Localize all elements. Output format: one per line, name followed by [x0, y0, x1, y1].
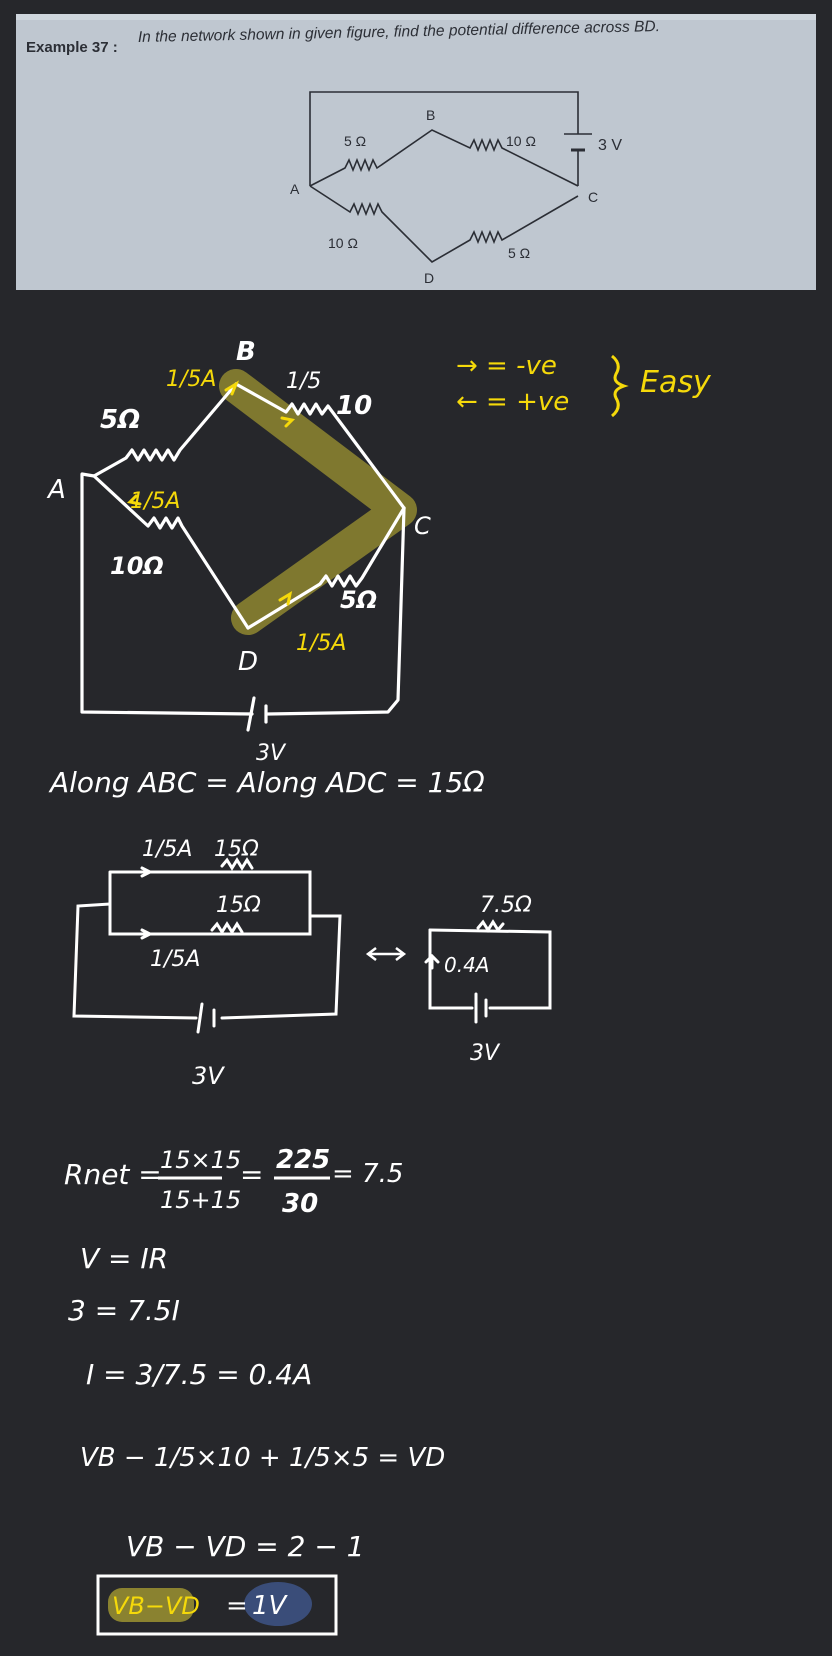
current-calculation: I = 3/7.5 = 0.4A: [86, 1358, 312, 1391]
parallel-top-current: 1/5A: [142, 837, 192, 862]
parallel-loop: [108, 870, 312, 936]
printed-r-bc: 10 Ω: [506, 133, 536, 149]
parallel-top-resistor: [220, 857, 254, 871]
parallel-left-wire: [72, 902, 198, 1020]
parallel-arrow-top: [140, 866, 154, 878]
sign-legend: → = -ve ← = +ve Easy: [456, 351, 712, 418]
answer-frame: [96, 1574, 338, 1636]
path-highlight: [219, 369, 417, 635]
equivalence-arrow: [365, 947, 407, 961]
working: Rnet = 15×15 15+15 = 225 30 = 7.5 V = IR…: [64, 1145, 445, 1636]
printed-node-b: B: [426, 107, 435, 123]
rnet-label: Rnet =: [64, 1158, 162, 1191]
potential-difference: VB − VD = 2 − 1: [126, 1530, 365, 1563]
sketch-battery-label: 3V: [256, 741, 287, 766]
example-label: Example 37 :: [26, 39, 118, 56]
sketch-i-bc: 1/5: [286, 369, 321, 394]
sketch-ad-wire: [92, 474, 250, 630]
legend-right-arrow: → = -ve: [456, 351, 557, 381]
answer-lhs: VB−VD: [112, 1592, 200, 1620]
equivalent-battery-label: 3V: [470, 1041, 501, 1066]
parallel-bottom-current: 1/5A: [150, 947, 200, 972]
sketch-left-wire: [80, 472, 254, 716]
answer-value: 1V: [252, 1591, 289, 1621]
printed-r-ab: 5 Ω: [344, 133, 366, 149]
equivalent-arrow: [424, 953, 440, 970]
parallel-battery-long: [196, 1002, 204, 1034]
printed-node-d: D: [424, 270, 434, 286]
printed-top-wire: [309, 91, 579, 186]
equivalent-resistor: [476, 919, 505, 933]
answer-lhs-highlight: [108, 1588, 194, 1622]
legend-left-arrow: ← = +ve: [456, 387, 569, 417]
printed-circuit: [309, 91, 592, 264]
printed-lower-branch: [309, 185, 579, 264]
legend-note: Easy: [640, 365, 712, 400]
equivalent-r: 7.5Ω: [480, 893, 532, 918]
question-photo: Example 37 : In the network shown in giv…: [16, 14, 816, 290]
photo-top-edge: [16, 14, 816, 20]
answer-equals: =: [226, 1591, 248, 1621]
ohm-law: V = IR: [80, 1242, 168, 1275]
sketch-node-b: B: [236, 337, 256, 367]
printed-node-a: A: [290, 181, 300, 197]
sketch-i-ab: 1/5A: [166, 367, 216, 392]
sketch-dc-wire: [246, 506, 406, 630]
sketch-battery-long: [246, 696, 256, 732]
sketch-r-dc: 5Ω: [340, 586, 377, 614]
sketch-ab-wire: [92, 382, 238, 478]
bridge-sketch: A B C D 5Ω 10 10Ω 5Ω 1/5A 1/5 1/5A 1/5A …: [46, 337, 431, 766]
legend-brace: [611, 354, 629, 418]
parallel-sketch: [72, 857, 342, 1034]
sketch-node-c: C: [414, 512, 431, 540]
printed-upper-branch: [309, 129, 579, 187]
parallel-mid-r: 15Ω: [216, 893, 261, 918]
sketch-right-wire: [266, 506, 406, 716]
parallel-battery-label: 3V: [192, 1062, 225, 1090]
printed-r-ad: 10 Ω: [328, 235, 358, 251]
equivalent-current: 0.4A: [444, 953, 490, 977]
sketch-r-ab: 5Ω: [100, 405, 140, 435]
sketch-i-ad: 1/5A: [130, 489, 180, 514]
equivalent-sketch: [424, 919, 552, 1024]
parallel-mid-resistor: [210, 921, 244, 935]
ohm-substitution: 3 = 7.5I: [68, 1294, 180, 1327]
printed-emf: 3 V: [598, 137, 622, 154]
parallel-right-wire: [220, 914, 342, 1020]
rnet-equals: =: [240, 1158, 263, 1191]
sketch-arrow-bc: [280, 416, 296, 428]
answer-box: VB−VD = 1V: [96, 1574, 338, 1636]
rnet-numerator: 15×15: [160, 1146, 241, 1174]
rnet-denominator-2: 30: [282, 1189, 318, 1219]
sketch-node-a: A: [46, 475, 66, 505]
kvl-equation: VB − 1/5×10 + 1/5×5 = VD: [80, 1443, 445, 1473]
rnet-result: = 7.5: [332, 1159, 403, 1189]
sketch-arrow-ab: [224, 380, 240, 396]
sketch-bc-wire: [234, 382, 406, 510]
sketch-r-ad: 10Ω: [110, 552, 164, 580]
parallel-arrow-bottom: [140, 928, 154, 940]
rnet-denominator: 15+15: [160, 1186, 241, 1214]
sketch-r-bc: 10: [336, 391, 372, 421]
parallel-top-r: 15Ω: [214, 837, 259, 862]
answer-rhs-highlight: [244, 1582, 312, 1626]
sketch-node-d: D: [238, 647, 258, 677]
sketch-i-dc: 1/5A: [296, 631, 346, 656]
sketch-arrow-ad: [126, 494, 142, 506]
along-statement: Along ABC = Along ADC = 15Ω: [48, 766, 485, 799]
sketch-arrow-dc: [278, 590, 293, 606]
rnet-numerator-2: 225: [276, 1145, 330, 1175]
equivalent-right-wire: [428, 928, 552, 1010]
printed-r-dc: 5 Ω: [508, 245, 530, 261]
printed-node-c: C: [588, 189, 598, 205]
photo-background: [16, 14, 816, 290]
